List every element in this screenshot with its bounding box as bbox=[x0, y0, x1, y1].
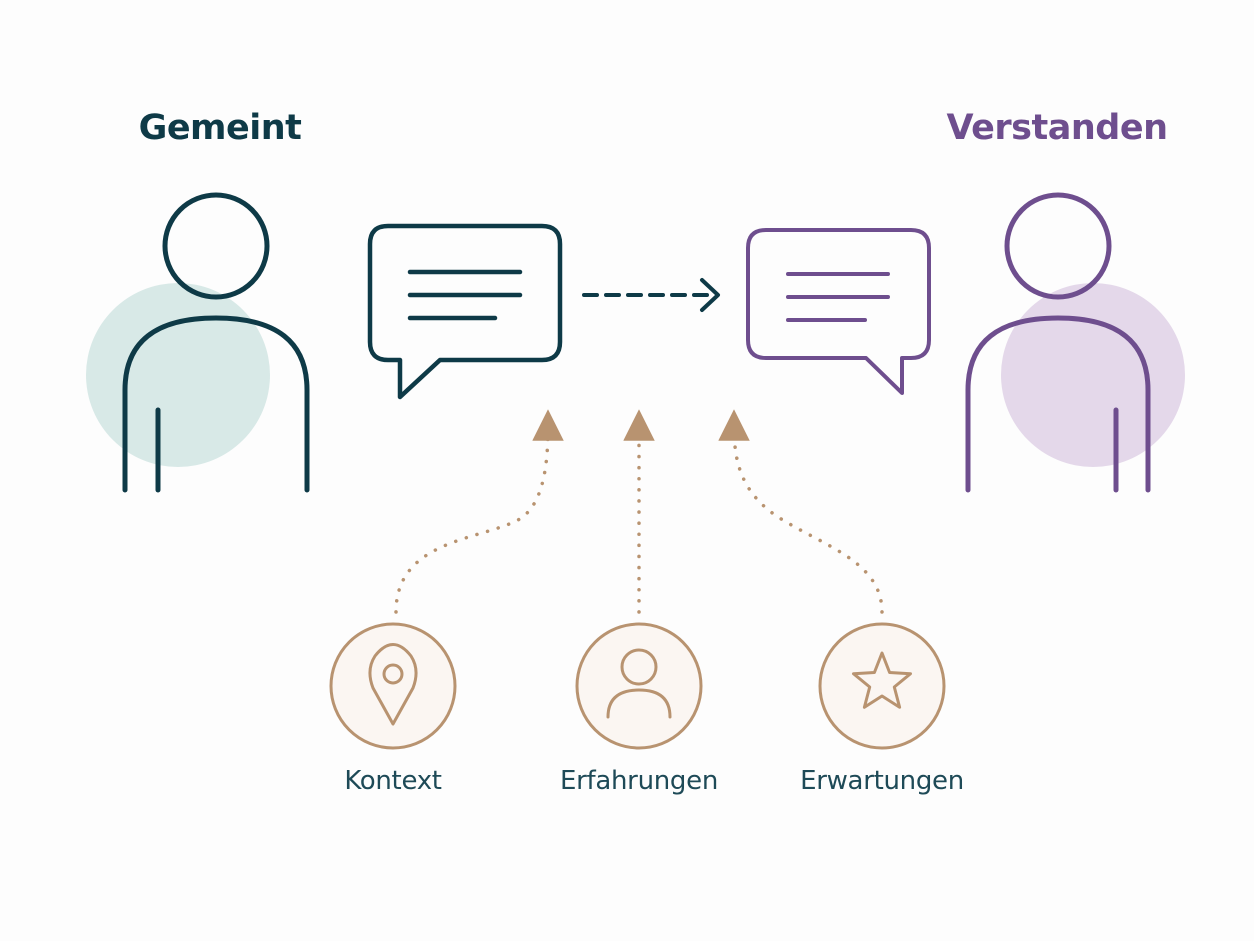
receiver-person-icon bbox=[965, 192, 1185, 493]
erfahrungen-label: Erfahrungen bbox=[559, 766, 719, 796]
kontext-badge bbox=[329, 622, 457, 750]
message-arrow bbox=[582, 278, 720, 312]
erwartungen-badge bbox=[818, 622, 946, 750]
erwartungen-label: Erwartungen bbox=[800, 766, 964, 796]
star-icon bbox=[852, 651, 912, 709]
kontext-connector bbox=[394, 409, 564, 614]
location-pin-icon bbox=[368, 643, 418, 726]
receiver-title: Verstanden bbox=[946, 108, 1168, 148]
kontext-label: Kontext bbox=[344, 766, 442, 796]
erwartungen-connector bbox=[718, 409, 884, 614]
person-icon bbox=[606, 648, 672, 719]
sender-person-icon bbox=[86, 192, 310, 493]
receiver-speech-bubble-icon bbox=[746, 228, 931, 395]
sender-speech-bubble-icon bbox=[367, 223, 563, 400]
erfahrungen-badge bbox=[575, 622, 703, 750]
sender-title: Gemeint bbox=[138, 108, 302, 148]
